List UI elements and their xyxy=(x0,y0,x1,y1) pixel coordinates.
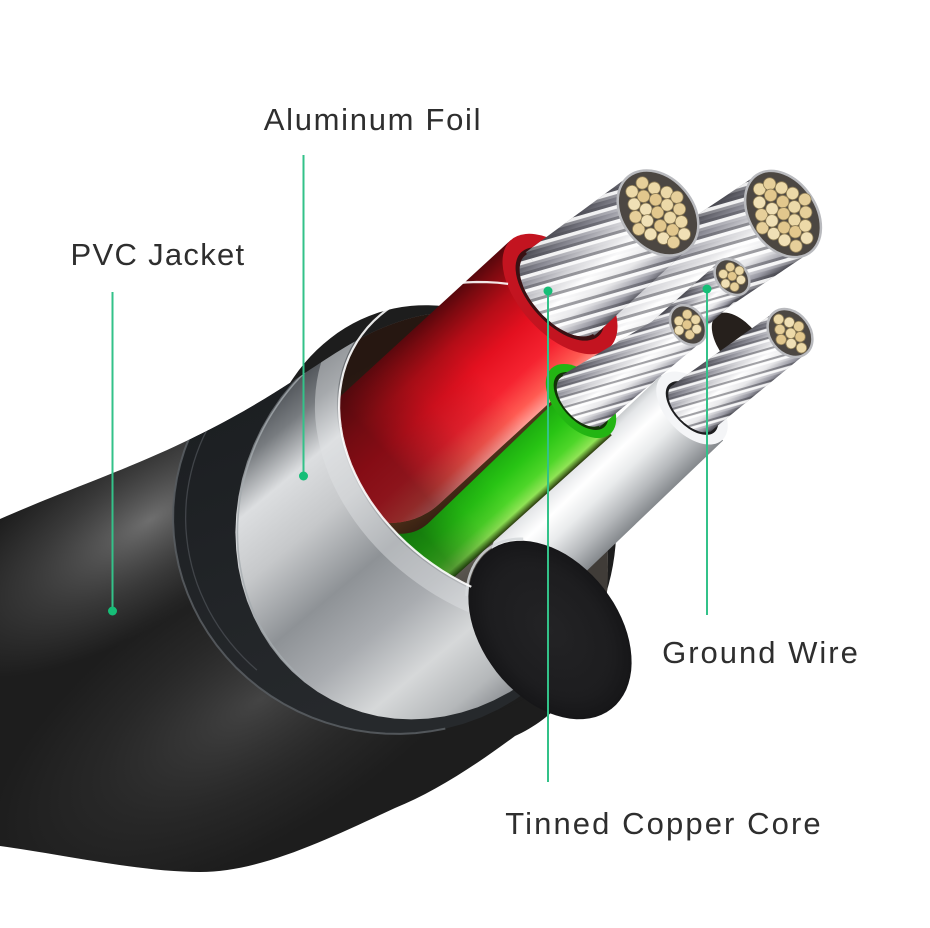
svg-text:Aluminum Foil: Aluminum Foil xyxy=(264,102,482,137)
svg-text:Tinned Copper Core: Tinned Copper Core xyxy=(505,806,823,841)
svg-text:PVC Jacket: PVC Jacket xyxy=(71,237,246,272)
svg-text:Ground Wire: Ground Wire xyxy=(662,635,860,670)
